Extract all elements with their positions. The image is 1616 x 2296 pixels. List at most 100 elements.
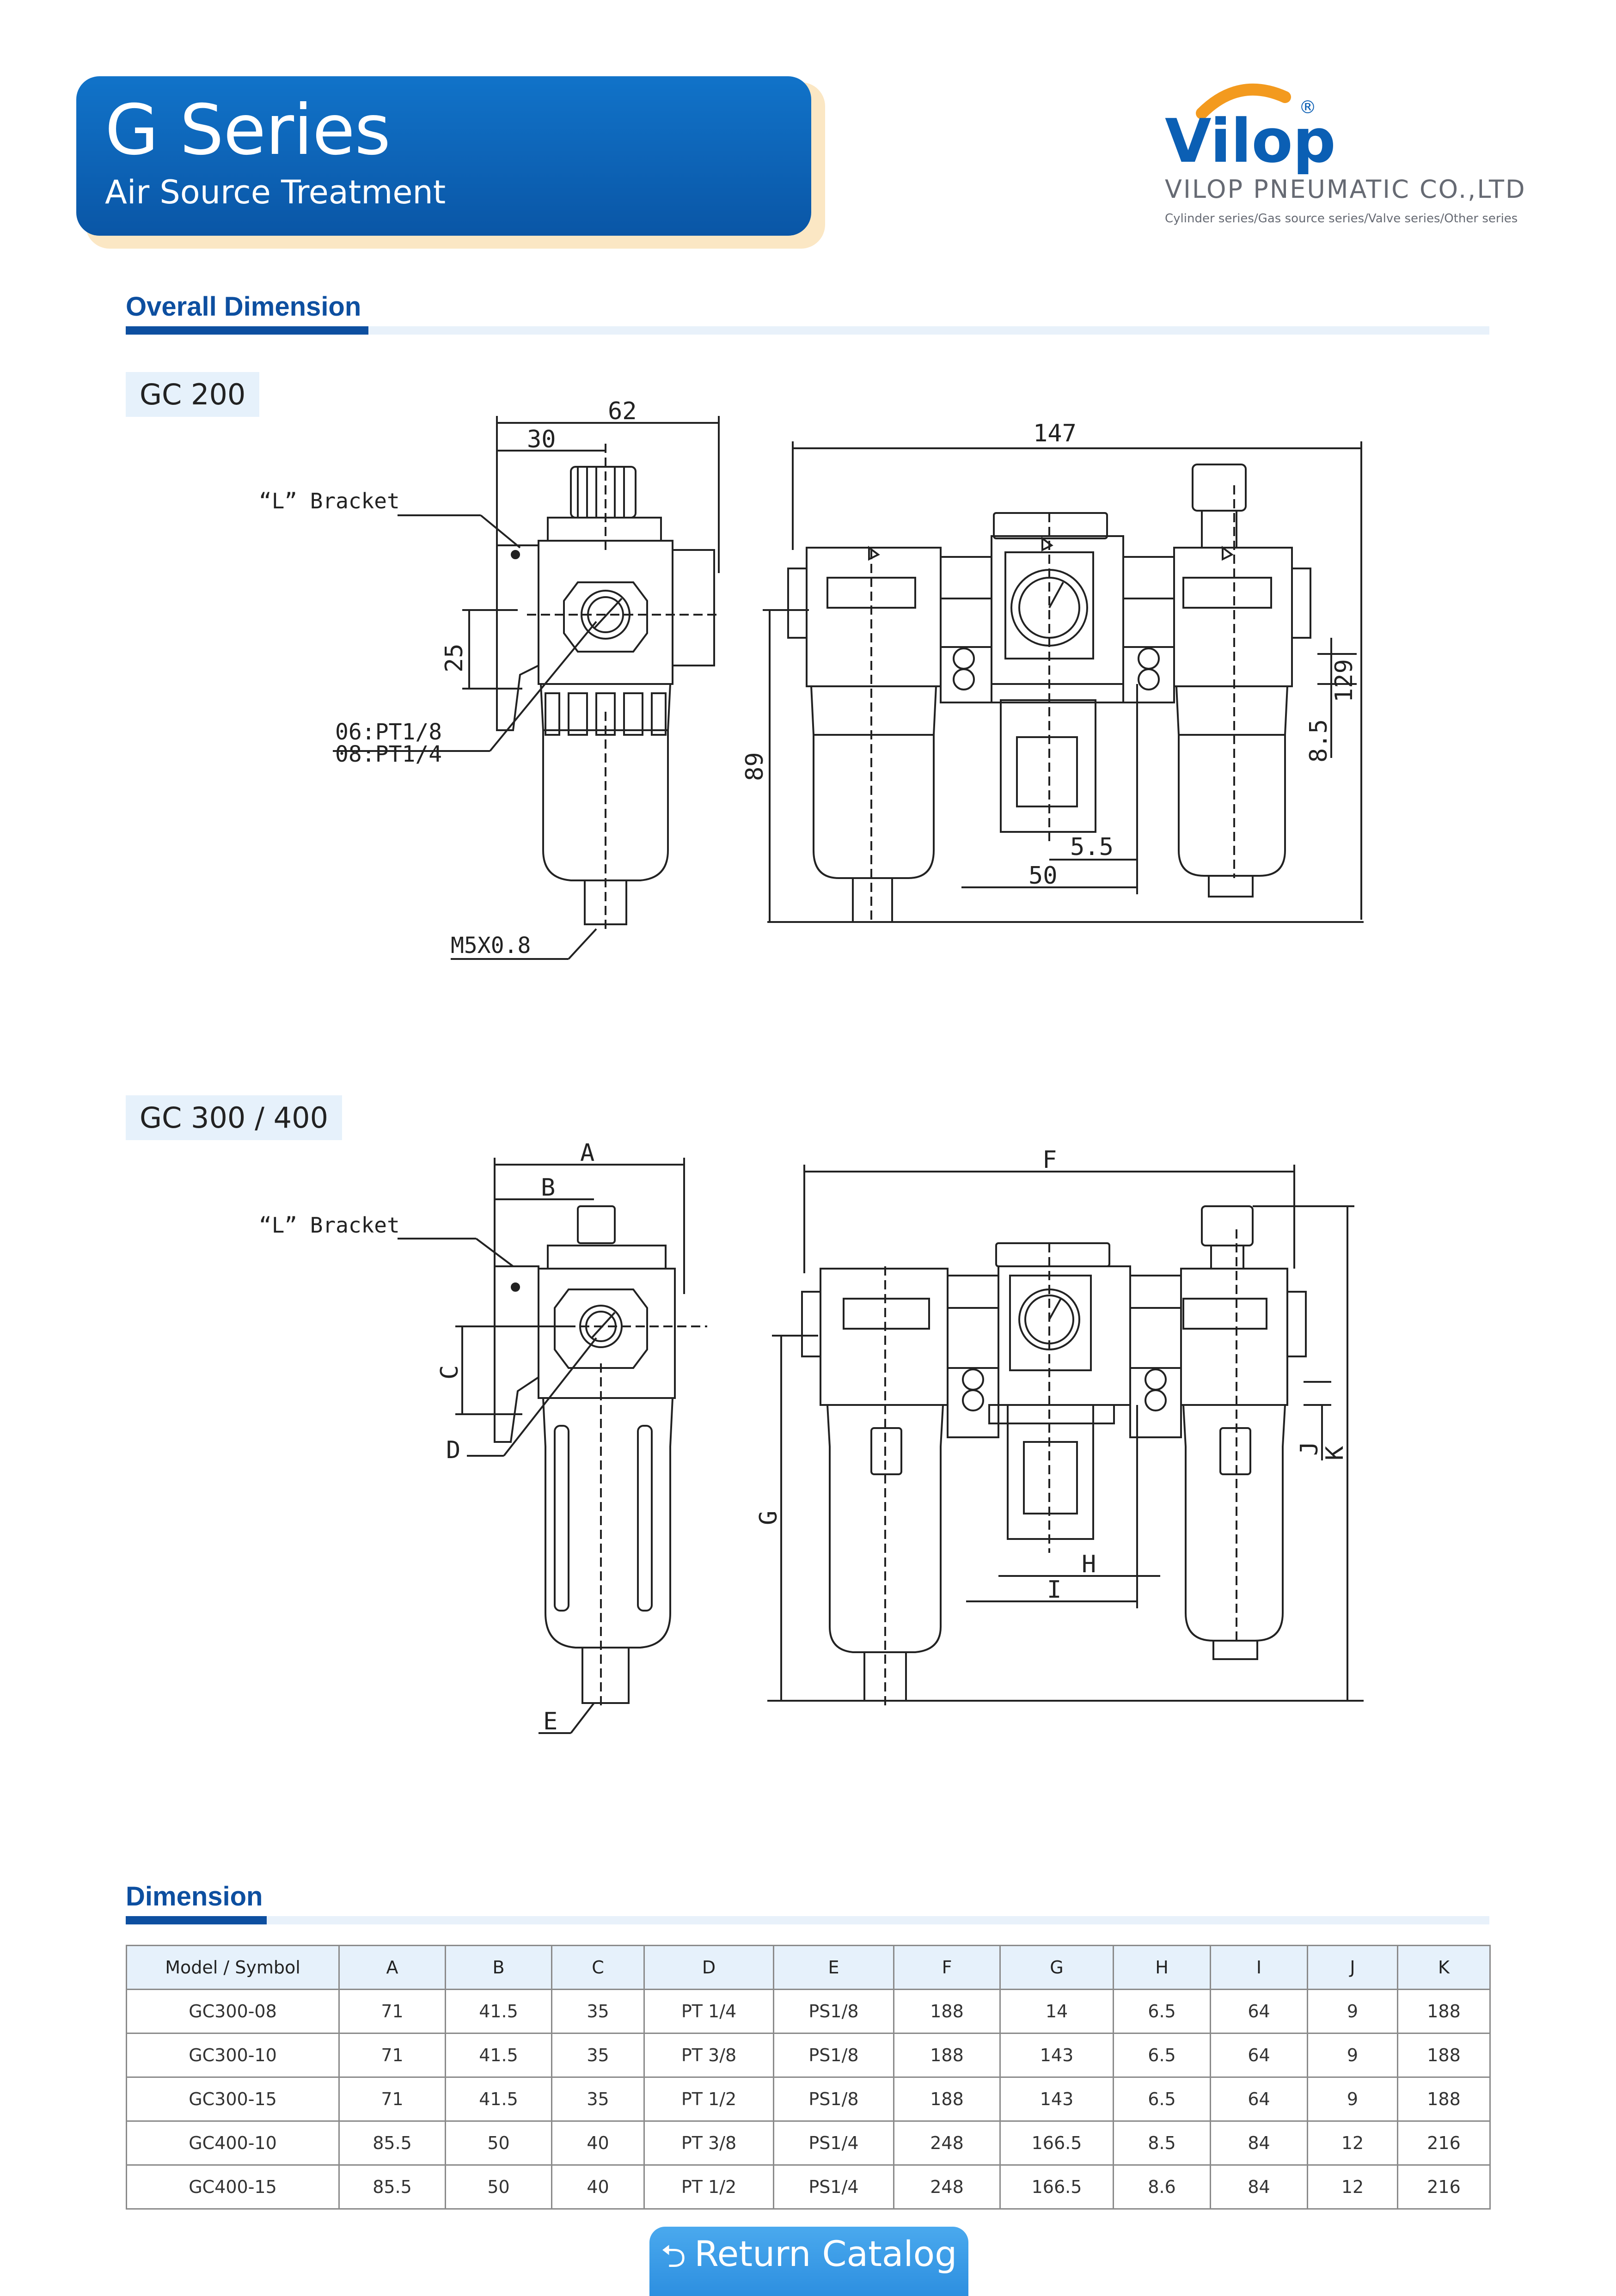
section-title-dimension: Dimension xyxy=(126,1881,263,1911)
dim-I: I xyxy=(1047,1576,1061,1604)
dim-25: 25 xyxy=(441,643,468,672)
dim-F: F xyxy=(1042,1146,1057,1174)
dim-E: E xyxy=(543,1708,557,1735)
value-cell: 188 xyxy=(1397,2033,1491,2078)
model-tag-gc300-400: GC 300 / 400 xyxy=(126,1095,343,1140)
dim-H: H xyxy=(1082,1551,1096,1578)
value-cell: 71 xyxy=(338,2033,446,2078)
header-cell: G xyxy=(999,1945,1114,1990)
value-cell: 40 xyxy=(551,2164,645,2210)
header-banner: G Series Air Source Treatment xyxy=(76,76,811,236)
value-cell: PT 1/4 xyxy=(643,1989,774,2034)
value-cell: 143 xyxy=(999,2076,1114,2122)
value-cell: 143 xyxy=(999,2033,1114,2078)
table-header-row: Model / Symbol A B C D E F G H I J K xyxy=(126,1945,1491,1990)
value-cell: PS1/4 xyxy=(773,2120,894,2166)
value-cell: 71 xyxy=(338,2076,446,2122)
company-name: VILOP PNEUMATIC CO.,LTD xyxy=(1165,175,1526,204)
value-cell: 85.5 xyxy=(338,2120,446,2166)
page-subtitle: Air Source Treatment xyxy=(105,173,446,211)
dim-8-5: 8.5 xyxy=(1305,719,1333,763)
header-cell: D xyxy=(643,1945,774,1990)
value-cell: 8.5 xyxy=(1113,2120,1211,2166)
model-cell: GC300-15 xyxy=(126,2076,340,2122)
dim-J: J xyxy=(1296,1441,1323,1456)
value-cell: 35 xyxy=(551,2033,645,2078)
value-cell: 216 xyxy=(1397,2164,1491,2210)
header-cell: E xyxy=(773,1945,894,1990)
dim-89: 89 xyxy=(741,752,769,781)
vilop-logo: Vilop ® xyxy=(1165,83,1336,176)
dim-G: G xyxy=(755,1511,783,1525)
value-cell: 84 xyxy=(1210,2164,1308,2210)
value-cell: 188 xyxy=(893,2033,1001,2078)
value-cell: 8.6 xyxy=(1113,2164,1211,2210)
value-cell: 9 xyxy=(1307,1989,1398,2034)
dim-D: D xyxy=(446,1436,460,1464)
value-cell: 50 xyxy=(445,2120,552,2166)
header-cell: H xyxy=(1113,1945,1211,1990)
model-cell: GC400-15 xyxy=(126,2164,340,2210)
model-tag-gc200: GC 200 xyxy=(126,372,260,417)
dim-C: C xyxy=(436,1365,464,1380)
bracket-label-gc300: “L” Bracket xyxy=(259,1213,400,1238)
dim-50: 50 xyxy=(1028,862,1058,890)
value-cell: PS1/8 xyxy=(773,2076,894,2122)
gc200-side-view-drawing: 62 30 25 “L” Bracket 06:PT1/8 08:PT1/4 M… xyxy=(259,397,720,960)
value-cell: 6.5 xyxy=(1113,1989,1211,2034)
value-cell: PS1/4 xyxy=(773,2164,894,2210)
value-cell: 64 xyxy=(1210,1989,1308,2034)
value-cell: PT 1/2 xyxy=(643,2076,774,2122)
port-label-06: 06:PT1/8 xyxy=(335,719,442,745)
value-cell: 12 xyxy=(1307,2120,1398,2166)
value-cell: 41.5 xyxy=(445,2076,552,2122)
value-cell: 14 xyxy=(999,1989,1114,2034)
dimension-table: Model / Symbol A B C D E F G H I J K GC3… xyxy=(126,1945,1491,2210)
value-cell: 35 xyxy=(551,1989,645,2034)
value-cell: 248 xyxy=(893,2120,1001,2166)
value-cell: 12 xyxy=(1307,2164,1398,2210)
registered-mark: ® xyxy=(1299,97,1316,117)
dim-A: A xyxy=(580,1139,594,1167)
dim-B: B xyxy=(541,1174,555,1202)
return-arrow-icon: ⮌ xyxy=(661,2238,686,2275)
section-underline-dimension xyxy=(126,1916,1489,1924)
logo-text: Vilop xyxy=(1165,106,1336,176)
dim-62: 62 xyxy=(608,397,637,425)
value-cell: 248 xyxy=(893,2164,1001,2210)
gc300-side-view-drawing: A B C D E “L” Bracket xyxy=(259,1139,707,1735)
value-cell: 71 xyxy=(338,1989,446,2034)
gc200-front-view-drawing: 147 129 8.5 89 5.5 50 xyxy=(741,420,1364,924)
value-cell: 166.5 xyxy=(999,2164,1114,2210)
port-label-08: 08:PT1/4 xyxy=(335,741,442,767)
model-cell: GC400-10 xyxy=(126,2120,340,2166)
dim-5-5: 5.5 xyxy=(1070,833,1114,861)
drain-label: M5X0.8 xyxy=(451,933,531,959)
value-cell: 188 xyxy=(1397,1989,1491,2034)
value-cell: 64 xyxy=(1210,2076,1308,2122)
header-cell: B xyxy=(445,1945,552,1990)
return-catalog-button[interactable]: ⮌ Return Catalog xyxy=(649,2227,968,2296)
value-cell: PT 1/2 xyxy=(643,2164,774,2210)
return-catalog-label: Return Catalog xyxy=(694,2233,957,2274)
dim-129: 129 xyxy=(1330,659,1358,702)
value-cell: 9 xyxy=(1307,2033,1398,2078)
value-cell: 216 xyxy=(1397,2120,1491,2166)
model-cell: GC300-08 xyxy=(126,1989,340,2034)
header-cell: C xyxy=(551,1945,645,1990)
value-cell: 85.5 xyxy=(338,2164,446,2210)
value-cell: 188 xyxy=(893,1989,1001,2034)
value-cell: PS1/8 xyxy=(773,2033,894,2078)
value-cell: 6.5 xyxy=(1113,2076,1211,2122)
value-cell: 9 xyxy=(1307,2076,1398,2122)
value-cell: PT 3/8 xyxy=(643,2120,774,2166)
section-title-overall: Overall Dimension xyxy=(126,292,361,322)
value-cell: 41.5 xyxy=(445,2033,552,2078)
value-cell: 188 xyxy=(893,2076,1001,2122)
header-cell: Model / Symbol xyxy=(126,1945,340,1990)
value-cell: PS1/8 xyxy=(773,1989,894,2034)
header-cell: F xyxy=(893,1945,1001,1990)
